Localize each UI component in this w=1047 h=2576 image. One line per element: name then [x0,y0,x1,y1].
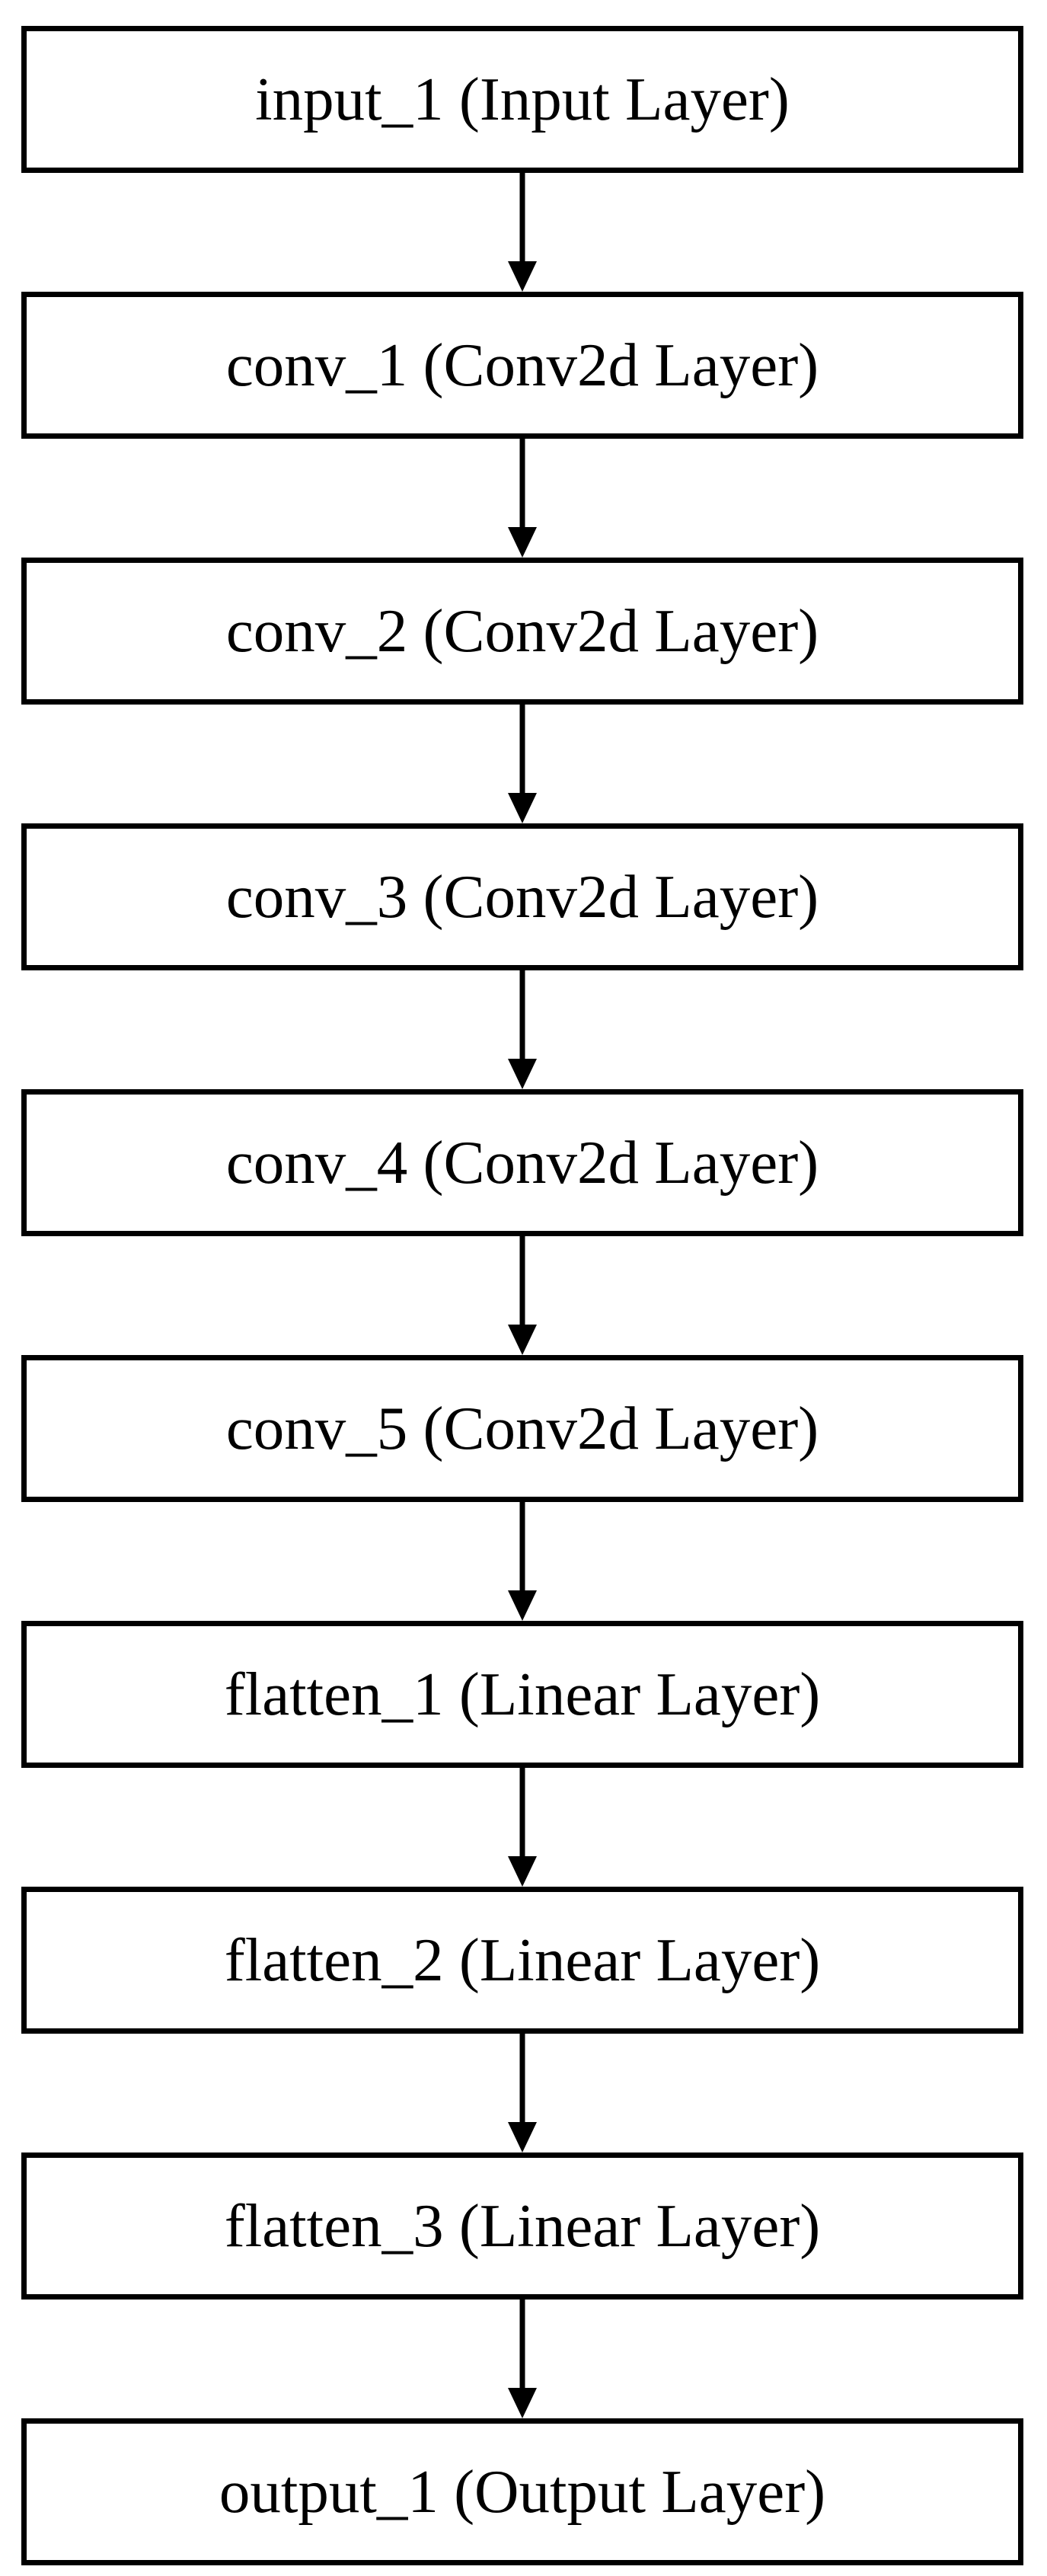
arrow-head [508,793,537,823]
arrow-head [508,1590,537,1621]
layer-box-flatten-3: flatten_3 (Linear Layer) [21,2153,1023,2300]
layer-label: conv_3 (Conv2d Layer) [225,862,819,931]
arrow-head [508,261,537,292]
layer-label: conv_4 (Conv2d Layer) [225,1128,819,1197]
layer-box-conv-3: conv_3 (Conv2d Layer) [21,823,1023,970]
layer-label: flatten_2 (Linear Layer) [224,1926,821,1994]
layer-box-conv-4: conv_4 (Conv2d Layer) [21,1089,1023,1236]
layer-box-flatten-2: flatten_2 (Linear Layer) [21,1887,1023,2034]
layer-label: conv_5 (Conv2d Layer) [225,1394,819,1462]
layer-label: flatten_1 (Linear Layer) [224,1660,821,1728]
layer-label: output_1 (Output Layer) [219,2457,826,2526]
layer-label: conv_2 (Conv2d Layer) [225,596,819,665]
arrow-head [508,1856,537,1887]
layer-box-flatten-1: flatten_1 (Linear Layer) [21,1621,1023,1768]
layer-box-conv-2: conv_2 (Conv2d Layer) [21,558,1023,705]
arrow-head [508,2122,537,2153]
arrow-head [508,2388,537,2418]
layer-box-conv-5: conv_5 (Conv2d Layer) [21,1355,1023,1502]
layer-box-conv-1: conv_1 (Conv2d Layer) [21,292,1023,439]
arrow-head [508,1325,537,1355]
layer-label: flatten_3 (Linear Layer) [224,2191,821,2260]
layer-box-output-1: output_1 (Output Layer) [21,2418,1023,2565]
arrow-head [508,1059,537,1089]
layer-label: input_1 (Input Layer) [255,65,790,133]
layer-box-input-1: input_1 (Input Layer) [21,26,1023,173]
layer-label: conv_1 (Conv2d Layer) [225,331,819,399]
arrow-head [508,527,537,558]
